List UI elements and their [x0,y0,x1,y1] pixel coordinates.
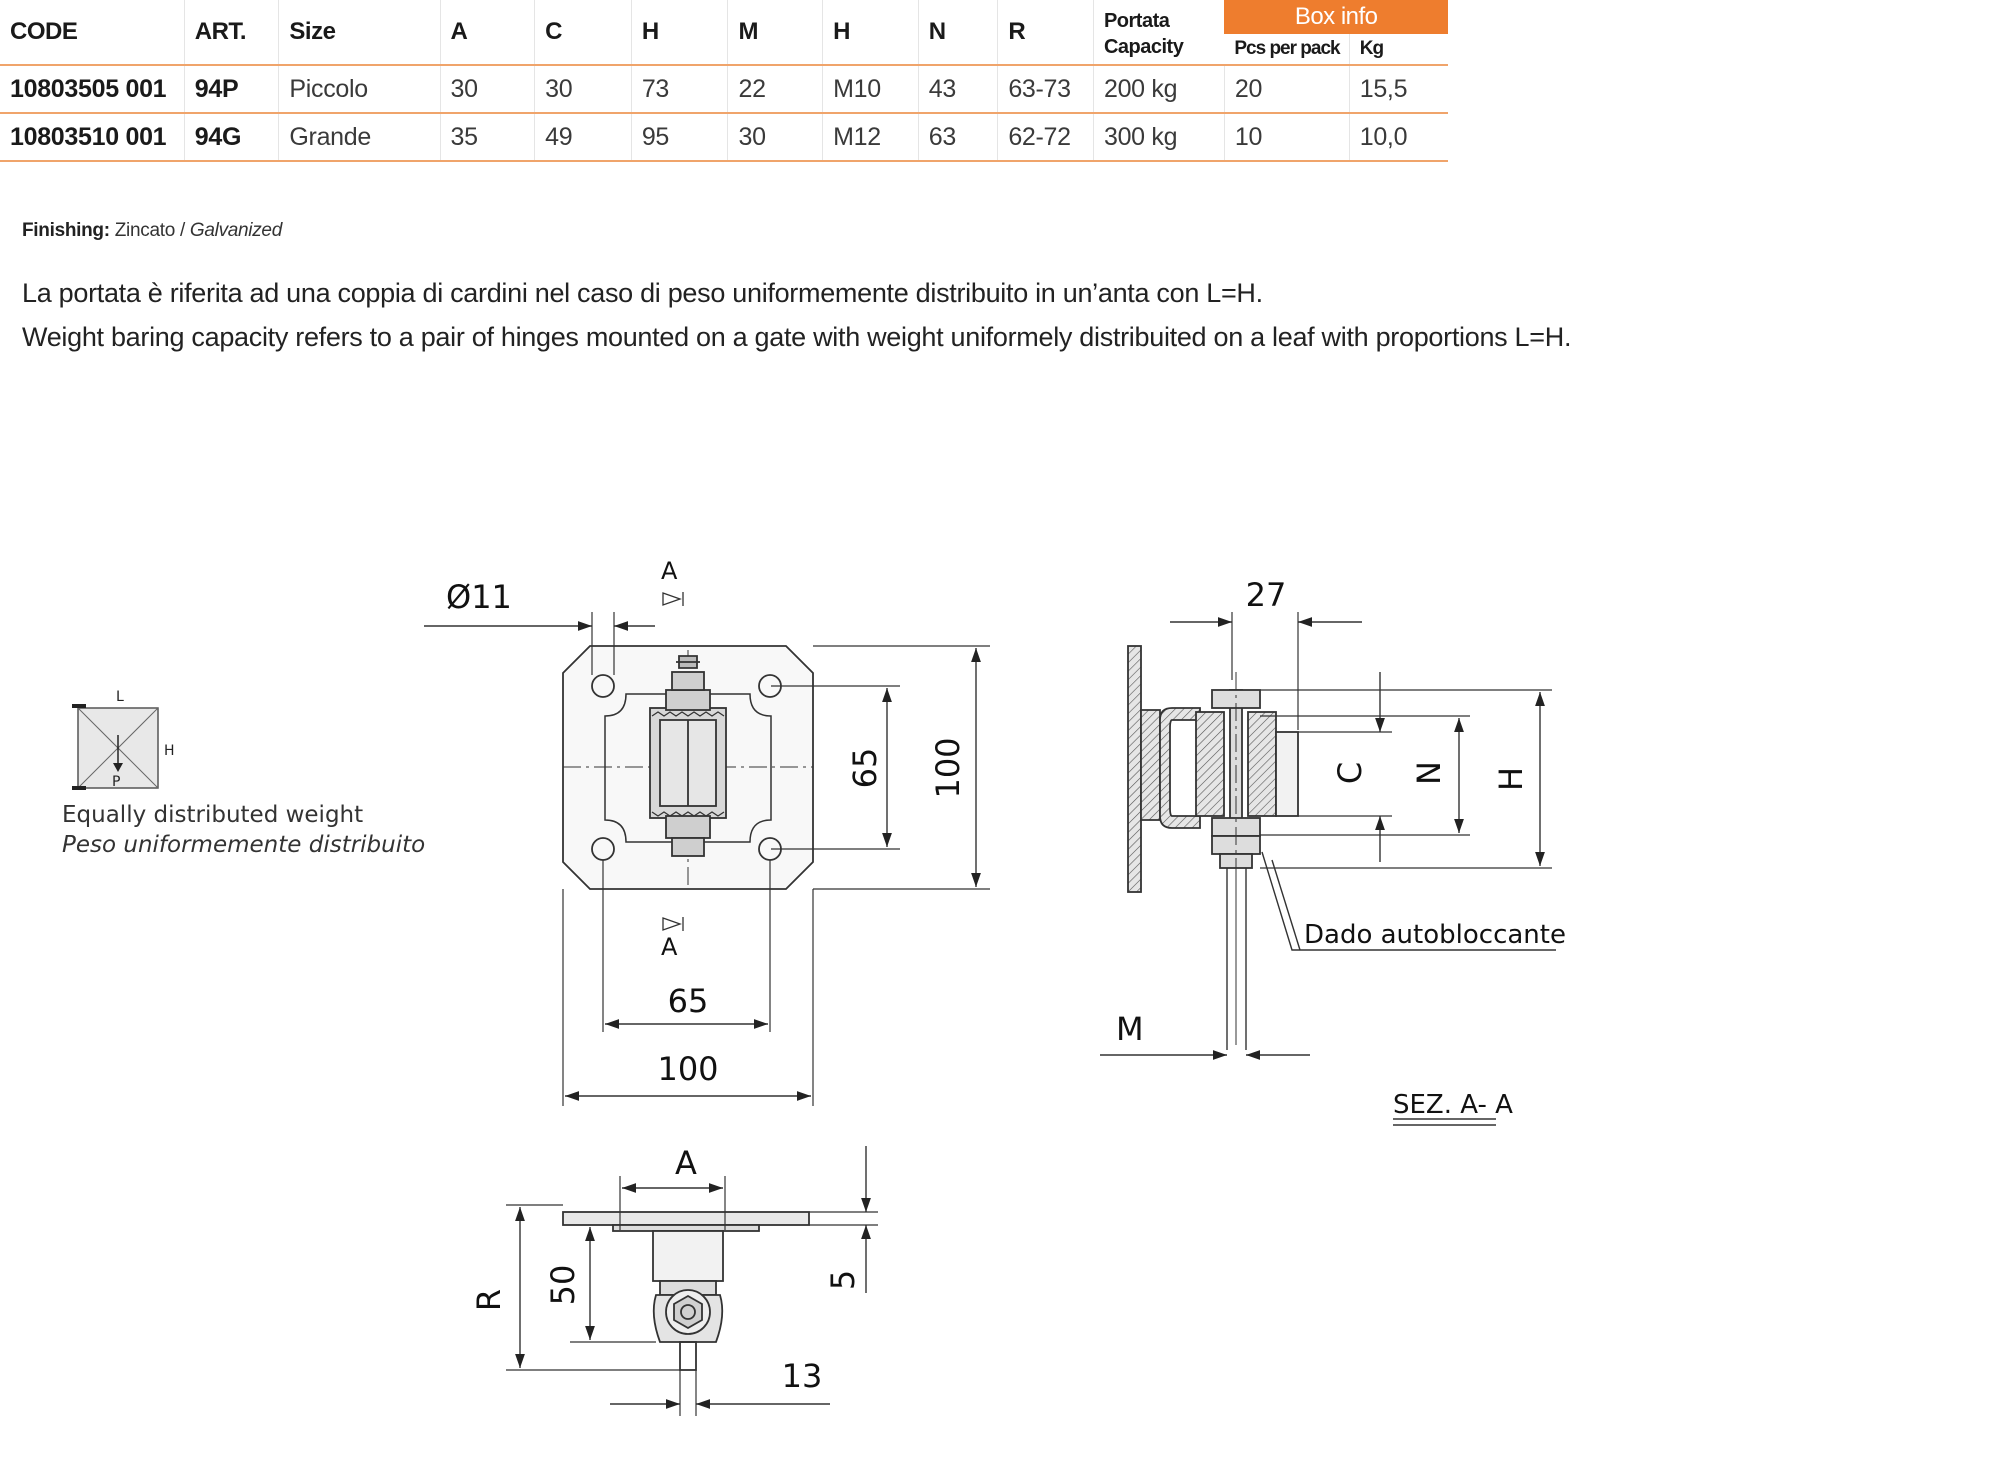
cell-m: 22 [727,65,824,114]
cell-art: 94P [184,65,280,114]
dim-hole-diameter: Ø11 [446,578,512,616]
header-portata: Portata [1103,10,1170,32]
header-art: ART. [184,0,280,66]
cell-r: 62-72 [997,113,1094,162]
cell-c: 49 [534,113,632,162]
cell-code: 10803510 001 [0,113,185,162]
cell-capacity: 200 kg [1093,65,1225,114]
front-view [424,592,990,1106]
dim-hole-spacing-h: 65 [668,982,709,1020]
capacity-note-it: La portata è riferita ad una coppia di c… [22,278,1263,308]
section-view [1100,612,1556,1126]
header-h-thread: H [822,0,919,66]
cell-art: 94G [184,113,280,162]
finishing-value-it: Zincato [114,220,176,241]
spec-table: CODE ART. Size A C H M H N R Portata Cap… [0,0,1448,162]
legend-text-it: Peso uniformemente distribuito [62,832,425,858]
cell-r: 63-73 [997,65,1094,114]
cell-h-thread: M10 [822,65,919,114]
dim-plate-width: 100 [657,1050,718,1088]
section-mark-top: A [661,557,678,585]
cell-capacity: 300 kg [1093,113,1225,162]
header-c: C [534,0,632,66]
weight-legend: L H P Equally distributed weight Peso un… [62,689,425,858]
table-row: 10803505 001 94P Piccolo 30 30 73 22 M10… [0,65,1448,114]
cell-h: 73 [631,65,729,114]
weight-legend-icon [72,704,159,790]
header-size: Size [278,0,441,66]
cell-pcs: 10 [1224,113,1350,162]
dim-n: N [1410,761,1448,785]
section-view-labels: 27 C N H M Dado autobloccante SEZ. A- A [1116,576,1566,1120]
cell-kg: 10,0 [1349,113,1448,162]
header-h: H [631,0,729,66]
cell-h: 95 [631,113,729,162]
header-m: M [727,0,824,66]
dim-h: H [1492,767,1530,791]
header-a: A [440,0,536,66]
cell-m: 30 [727,113,824,162]
dim-hole-spacing-v: 65 [846,748,884,789]
finishing-line: Finishing: Zincato / Galvanized [22,220,282,242]
finishing-label: Finishing: [22,220,110,241]
cell-c: 30 [534,65,632,114]
dim-r: R [470,1289,508,1311]
capacity-note-en: Weight baring capacity refers to a pair … [22,322,1572,352]
cell-pcs: 20 [1224,65,1350,114]
cell-size: Piccolo [278,65,441,114]
bottom-view [506,1146,878,1416]
table-row: 10803510 001 94G Grande 35 49 95 30 M12 … [0,113,1448,162]
dim-5: 5 [824,1270,862,1290]
header-capacity-en: Capacity [1103,36,1184,58]
cell-kg: 15,5 [1349,65,1448,114]
finishing-value-en: Galvanized [189,220,282,241]
section-mark-bottom: A [661,933,678,961]
self-locking-nut-callout: Dado autobloccante [1304,920,1566,950]
cell-n: 43 [918,65,999,114]
header-capacity: Portata Capacity [1093,0,1225,66]
legend-label-p: P [112,774,120,790]
header-kg: Kg [1348,34,1448,66]
cell-code: 10803505 001 [0,65,185,114]
dim-hinge-27: 27 [1246,576,1287,614]
legend-label-h: H [164,743,175,759]
dim-50: 50 [544,1265,582,1306]
front-view-labels: Ø11 A A 65 100 65 100 [446,557,967,1088]
legend-text-en: Equally distributed weight [62,802,363,828]
cell-a: 30 [440,65,536,114]
cell-h-thread: M12 [822,113,919,162]
dim-a: A [675,1144,697,1182]
cell-n: 63 [918,113,999,162]
dim-m: M [1116,1010,1144,1048]
header-n: N [918,0,999,66]
dim-plate-height: 100 [929,737,967,798]
header-code: CODE [0,0,185,66]
dim-13: 13 [782,1357,823,1395]
finishing-separator: / [174,220,190,241]
header-box-info: Box info [1224,0,1448,34]
cell-a: 35 [440,113,536,162]
header-pcs-per-pack: Pcs per pack [1224,34,1350,66]
cell-size: Grande [278,113,441,162]
bottom-view-labels: A R 50 5 13 [470,1144,862,1395]
section-title: SEZ. A- A [1393,1090,1513,1120]
dim-c: C [1331,762,1369,784]
header-r: R [997,0,1094,66]
legend-label-l: L [116,689,124,705]
